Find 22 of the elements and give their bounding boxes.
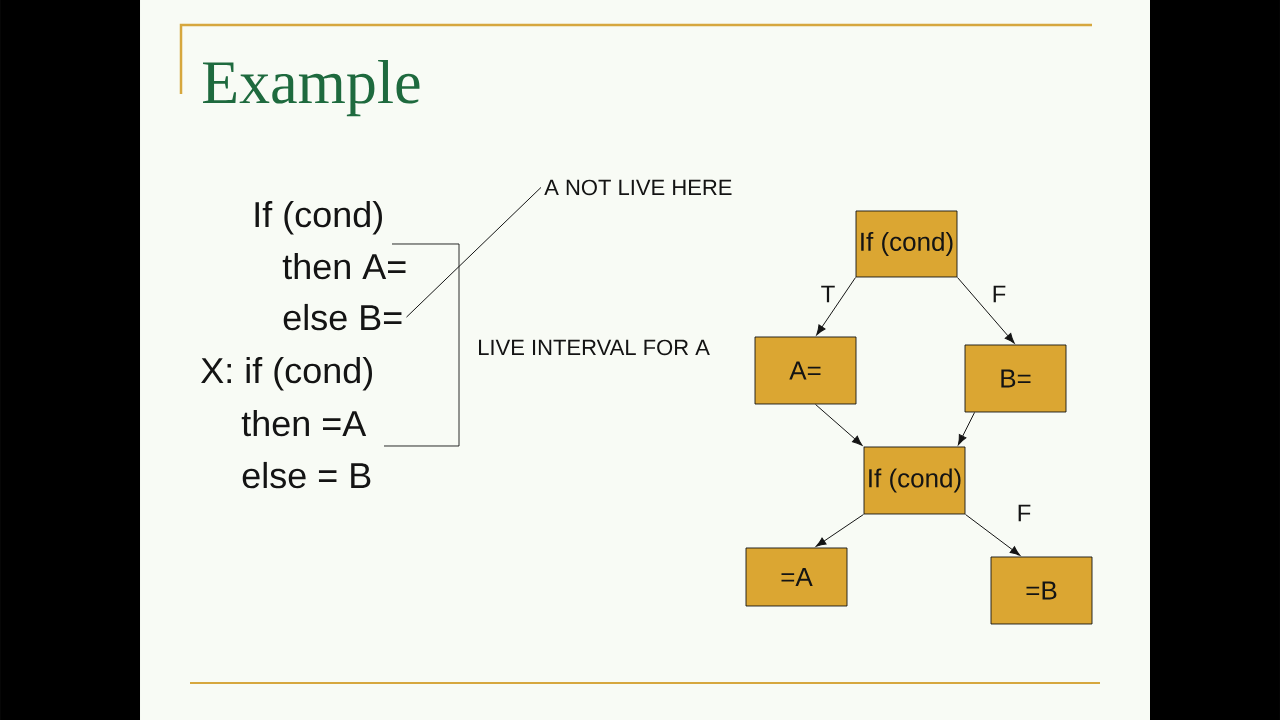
process-box: =A bbox=[745, 547, 848, 607]
callout-text: A NOT LIVE HERE bbox=[544, 179, 732, 196]
code-line: else B= bbox=[283, 303, 402, 331]
process-box: If (cond) bbox=[855, 210, 958, 278]
slide-title: Example bbox=[203, 60, 420, 117]
process-box: A= bbox=[754, 336, 857, 405]
code-line: then A= bbox=[282, 252, 406, 280]
process-box: =B bbox=[990, 556, 1093, 625]
code-line: If (cond) bbox=[255, 200, 382, 235]
arrow bbox=[956, 276, 1015, 344]
process-box: B= bbox=[964, 344, 1067, 413]
arrow bbox=[964, 513, 1021, 556]
code-line: X: if (cond) bbox=[201, 356, 372, 391]
code-line: then =A bbox=[241, 409, 367, 437]
leader-line bbox=[406, 186, 542, 318]
arrow bbox=[815, 403, 863, 446]
code-line: else = B bbox=[242, 461, 371, 489]
bracket-label: LIVE INTERVAL FOR A bbox=[479, 339, 710, 356]
arrow bbox=[957, 411, 976, 446]
arrow bbox=[815, 513, 865, 547]
process-box: If (cond) bbox=[863, 446, 966, 515]
arrow bbox=[816, 276, 857, 336]
